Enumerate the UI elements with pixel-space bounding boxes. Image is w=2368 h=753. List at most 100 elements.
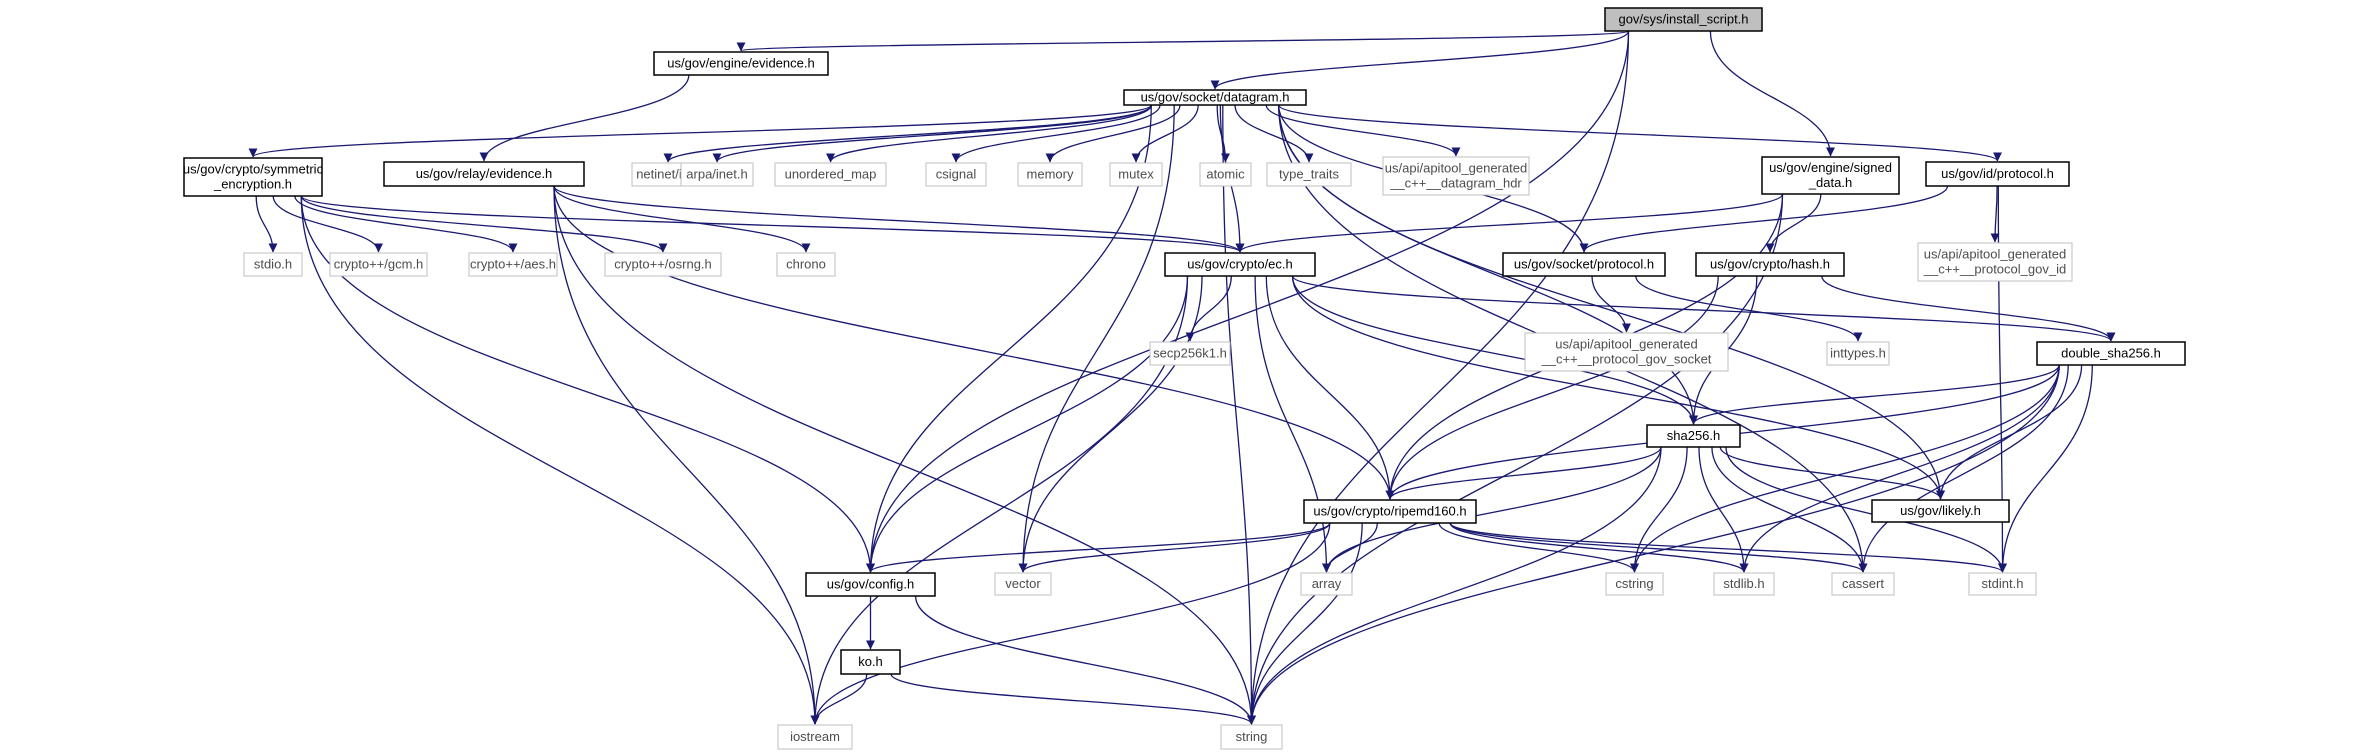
edge-datagram-to-config [866,104,1152,573]
edge-ec-to-vector [1018,275,1203,573]
edge-ec-to-secp [1185,275,1232,342]
node-datagram-label: us/gov/socket/datagram.h [1141,90,1290,105]
edge-signed-to-string [1247,193,1784,725]
node-root[interactable]: gov/sys/install_script.h [1604,7,1763,32]
node-evidence_engine-label: us/gov/engine/evidence.h [667,56,814,71]
node-sockproto-box [1502,252,1666,277]
node-config[interactable]: us/gov/config.h [805,572,936,597]
edge-ko-to-string [890,673,1256,725]
node-relay[interactable]: us/gov/relay/evidence.h [383,161,585,187]
node-cstring-label: cstring [1615,576,1653,591]
edge-sha-to-cstring [1630,446,1688,573]
node-chrono: chrono [776,252,836,277]
node-memory: memory [1017,162,1083,187]
node-config-label: us/gov/config.h [827,577,914,592]
node-ec-label: us/gov/crypto/ec.h [1187,257,1293,272]
edge-dsha-to-cstring [1630,364,2060,573]
node-osrng-box [604,252,722,277]
node-memory-box [1017,162,1083,187]
node-cstring: cstring [1605,572,1664,596]
node-idproto-label: us/gov/id/protocol.h [1941,166,2054,181]
edge-sym-to-iostream [300,195,820,725]
node-signed-label: _data.h [1808,175,1852,190]
node-sym[interactable]: us/gov/crypto/symmetric_encryption.h [183,157,324,197]
node-sockproto[interactable]: us/gov/socket/protocol.h [1502,252,1666,277]
edge-root-to-evidence_engine [737,30,1630,52]
edge-ec-to-dsha [1291,275,2116,342]
node-iostream: iostream [777,724,853,750]
edge-dsha-to-likely [1936,364,2083,500]
node-datagram-box [1123,89,1307,106]
node-hash[interactable]: us/gov/crypto/hash.h [1695,252,1845,277]
node-stdint-box [1968,572,2037,596]
node-cstring-box [1605,572,1664,596]
node-hash-box [1695,252,1845,277]
edge-sym-to-aes [294,195,518,253]
edge-dsha-to-cassert [1858,364,2069,573]
node-sym-label: _encryption.h [213,177,292,192]
edge-ko-to-iostream [810,673,868,725]
node-dghdr: us/api/apitool_generated__c++__datagram_… [1382,156,1530,196]
node-signed[interactable]: us/gov/engine/signed_data.h [1761,156,1900,195]
node-stdint-label: stdint.h [1982,576,2024,591]
edge-datagram-to-typetraits [1234,104,1314,163]
node-dsha[interactable]: double_sha256.h [2036,341,2186,366]
edge-sockproto-to-inttypes [1635,275,1863,342]
node-protoid: us/api/apitool_generated__c++__protocol_… [1917,242,2073,282]
node-protoid-label: __c++__protocol_gov_id [1923,262,2066,277]
node-umap: unordered_map [774,162,887,187]
edge-idproto-to-sockproto [1579,185,1949,253]
edge-dsha-to-string [1247,364,2060,725]
edge-hash-to-ripemd [1385,275,1719,500]
node-chrono-label: chrono [786,257,826,272]
node-typetraits-box [1266,162,1352,187]
node-evidence_engine[interactable]: us/gov/engine/evidence.h [653,51,829,76]
node-typetraits: type_traits [1266,162,1352,187]
node-protosock-label: __c++__protocol_gov_socket [1541,352,1712,367]
node-stdlib: stdlib.h [1713,572,1775,596]
node-ripemd-label: us/gov/crypto/ripemd160.h [1313,504,1466,519]
node-sha[interactable]: sha256.h [1646,424,1741,448]
edge-sha-to-cassert [1711,446,1868,573]
node-stdio-box [243,252,303,277]
edge-ec-to-config [866,275,1189,573]
node-mutex-label: mutex [1118,167,1154,182]
node-ko-label: ko.h [858,654,883,669]
node-secp-label: secp256k1.h [1153,346,1227,361]
node-aes-label: crypto++/aes.h [470,257,556,272]
node-dsha-box [2036,341,2186,366]
node-likely[interactable]: us/gov/likely.h [1871,499,2010,523]
node-idproto[interactable]: us/gov/id/protocol.h [1925,161,2070,187]
node-arpa-label: arpa/inet.h [686,167,747,182]
edge-sha-to-stdint [1725,446,2007,573]
edge-root-to-signed [1709,30,1835,157]
edge-ripemd-to-stdlib [1449,522,1749,573]
node-ko[interactable]: ko.h [840,649,901,675]
node-array-label: array [1312,576,1342,591]
edge-sha-to-array [1322,446,1662,573]
node-mutex: mutex [1109,162,1163,187]
node-stdlib-box [1713,572,1775,596]
node-iostream-box [777,724,853,750]
edge-relay-to-string [553,185,1256,725]
node-string-label: string [1236,729,1268,744]
node-ripemd-box [1303,499,1477,524]
node-ec[interactable]: us/gov/crypto/ec.h [1164,252,1316,277]
edge-ripemd-to-vector [1018,522,1331,573]
node-vector-box [994,572,1052,596]
edge-sym-to-ec [300,195,1245,253]
edge-ripemd-to-iostream [810,522,1331,725]
node-likely-label: us/gov/likely.h [1900,503,1981,518]
edge-ec-to-likely [1291,275,1945,500]
node-datagram[interactable]: us/gov/socket/datagram.h [1123,89,1307,106]
node-umap-box [774,162,887,187]
edge-datagram-to-netinet [663,104,1152,163]
edge-sym-to-stdio [255,195,278,253]
node-ripemd[interactable]: us/gov/crypto/ripemd160.h [1303,499,1477,524]
edge-datagram-to-mutex [1131,104,1199,163]
node-idproto-box [1925,161,2070,187]
node-root-box [1604,7,1763,32]
edge-root-to-config [866,30,1630,573]
node-signed-label: us/gov/engine/signed [1769,160,1892,175]
